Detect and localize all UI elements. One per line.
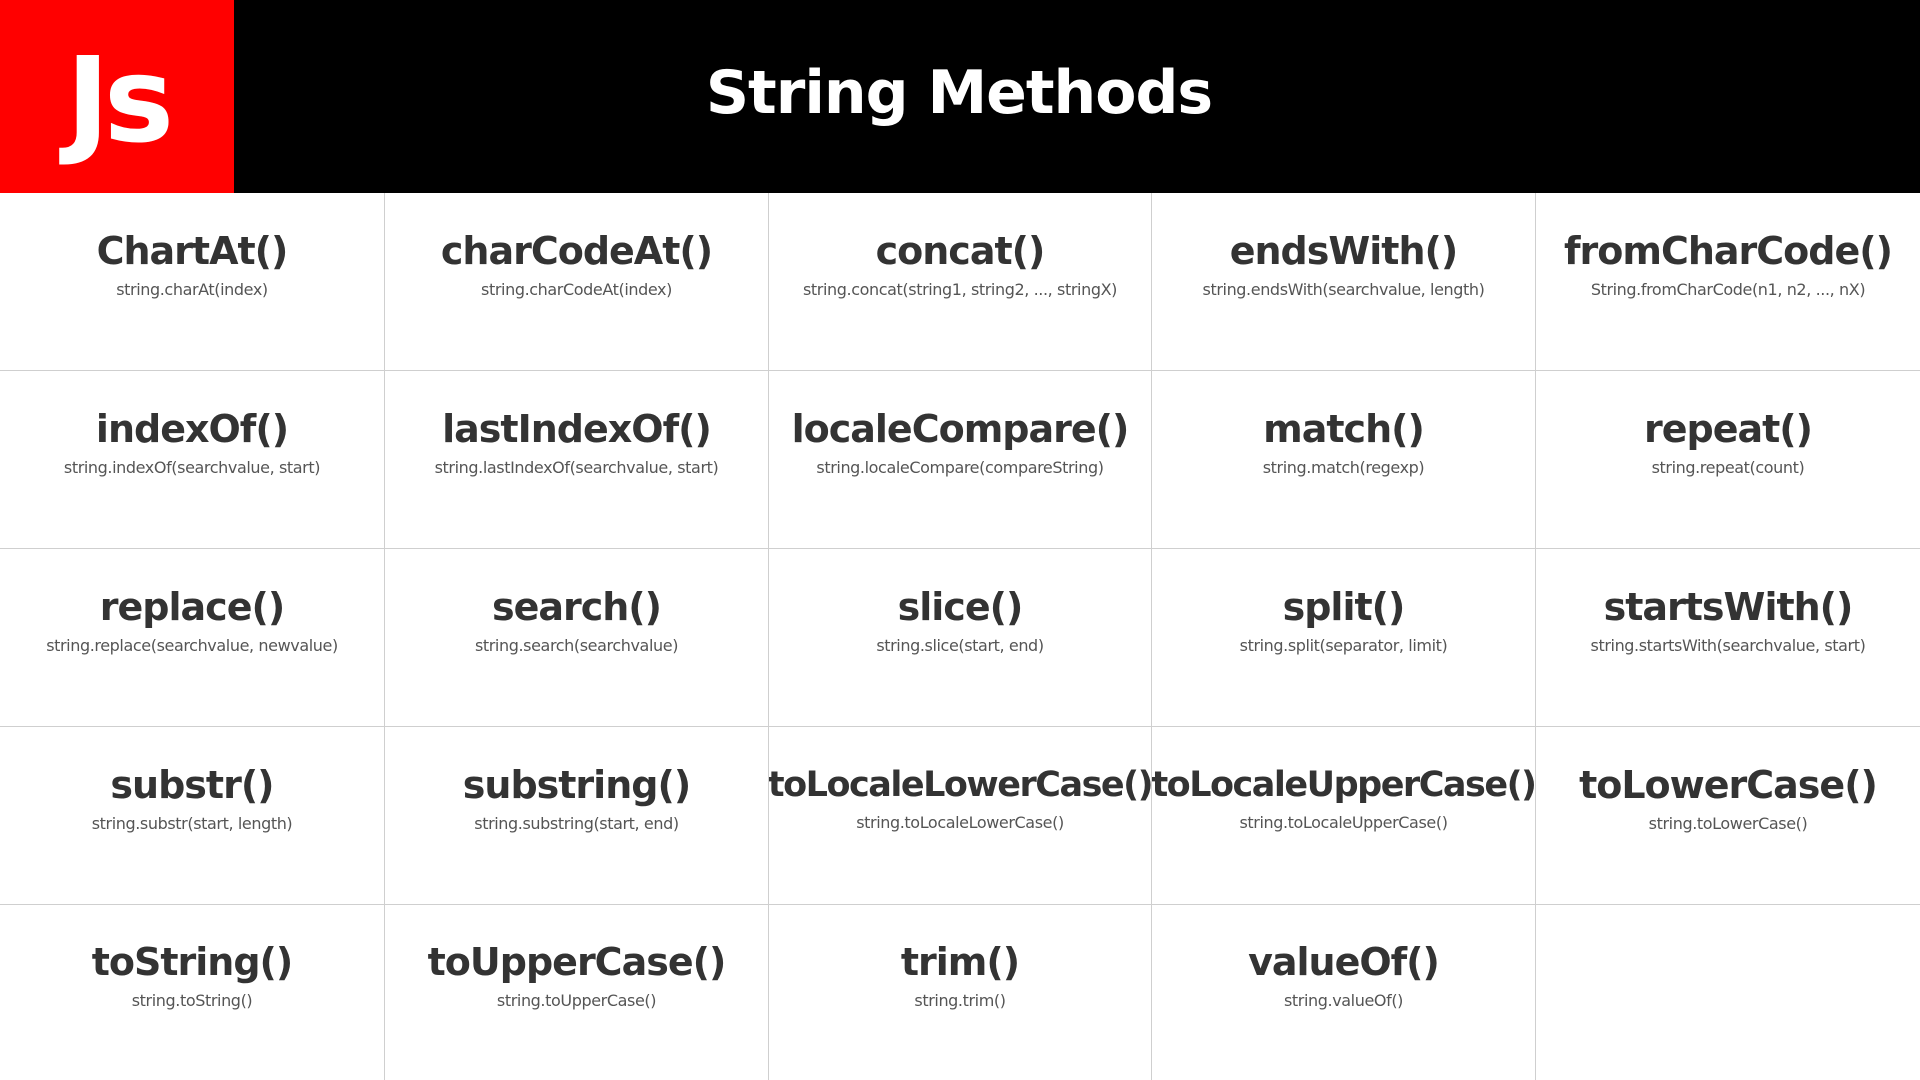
empty-card [1536, 905, 1920, 1080]
method-name: localeCompare() [791, 406, 1130, 451]
method-name: toLocaleLowerCase() [769, 765, 1152, 806]
method-syntax: string.concat(string1, string2, ..., str… [803, 280, 1117, 300]
method-name: slice() [897, 584, 1024, 629]
method-card: split() string.split(separator, limit) [1152, 549, 1536, 727]
method-syntax: string.toLocaleUpperCase() [1239, 812, 1448, 832]
method-syntax: string.repeat(count) [1651, 458, 1805, 478]
method-syntax: string.trim() [914, 991, 1006, 1011]
method-syntax: string.search(searchvalue) [474, 636, 679, 656]
method-syntax: string.charAt(index) [116, 280, 268, 300]
method-card: lastIndexOf() string.lastIndexOf(searchv… [385, 371, 769, 549]
methods-grid: ChartAt() string.charAt(index) charCodeA… [0, 193, 1920, 1080]
method-name: repeat() [1643, 406, 1813, 451]
method-card: match() string.match(regexp) [1152, 371, 1536, 549]
method-card: toString() string.toString() [0, 905, 385, 1080]
page-title: String Methods [705, 57, 1213, 128]
method-card: replace() string.replace(searchvalue, ne… [0, 549, 385, 727]
method-syntax: string.toString() [131, 991, 253, 1011]
method-name: valueOf() [1248, 939, 1440, 984]
method-card: indexOf() string.indexOf(searchvalue, st… [0, 371, 385, 549]
method-name: toLocaleUpperCase() [1152, 765, 1536, 806]
method-name: endsWith() [1229, 228, 1459, 273]
method-name: charCodeAt() [440, 228, 713, 273]
method-card: startsWith() string.startsWith(searchval… [1536, 549, 1920, 727]
method-card: trim() string.trim() [769, 905, 1152, 1080]
method-name: ChartAt() [96, 228, 289, 273]
method-card: substring() string.substring(start, end) [385, 727, 769, 905]
method-name: fromCharCode() [1564, 228, 1893, 273]
header-bar: Js String Methods [0, 0, 1920, 193]
method-syntax: string.match(regexp) [1262, 458, 1425, 478]
method-name: toLowerCase() [1579, 762, 1878, 807]
method-syntax: string.toLowerCase() [1648, 814, 1808, 834]
method-card: slice() string.slice(start, end) [769, 549, 1152, 727]
method-syntax: string.split(separator, limit) [1239, 636, 1448, 656]
method-syntax: string.localeCompare(compareString) [816, 458, 1104, 478]
method-name: substring() [462, 762, 691, 807]
method-card: toLocaleUpperCase() string.toLocaleUpper… [1152, 727, 1536, 905]
method-syntax: string.valueOf() [1283, 991, 1404, 1011]
method-card: concat() string.concat(string1, string2,… [769, 193, 1152, 371]
method-syntax: String.fromCharCode(n1, n2, ..., nX) [1590, 280, 1866, 300]
method-syntax: string.endsWith(searchvalue, length) [1202, 280, 1485, 300]
method-syntax: string.substr(start, length) [91, 814, 293, 834]
method-card: fromCharCode() String.fromCharCode(n1, n… [1536, 193, 1920, 371]
method-card: valueOf() string.valueOf() [1152, 905, 1536, 1080]
method-syntax: string.lastIndexOf(searchvalue, start) [434, 458, 719, 478]
method-syntax: string.toUpperCase() [496, 991, 657, 1011]
method-card: toLowerCase() string.toLowerCase() [1536, 727, 1920, 905]
method-syntax: string.charCodeAt(index) [481, 280, 672, 300]
js-logo: Js [0, 0, 234, 193]
method-card: endsWith() string.endsWith(searchvalue, … [1152, 193, 1536, 371]
method-name: search() [491, 584, 662, 629]
method-name: split() [1282, 584, 1406, 629]
js-logo-text: Js [65, 30, 174, 169]
method-name: startsWith() [1603, 584, 1854, 629]
method-card: substr() string.substr(start, length) [0, 727, 385, 905]
method-card: toUpperCase() string.toUpperCase() [385, 905, 769, 1080]
method-name: match() [1263, 406, 1425, 451]
method-card: ChartAt() string.charAt(index) [0, 193, 385, 371]
method-name: toString() [91, 939, 294, 984]
method-card: charCodeAt() string.charCodeAt(index) [385, 193, 769, 371]
method-name: replace() [99, 584, 285, 629]
method-name: substr() [110, 762, 274, 807]
method-name: indexOf() [95, 406, 289, 451]
method-card: repeat() string.repeat(count) [1536, 371, 1920, 549]
method-syntax: string.replace(searchvalue, newvalue) [46, 636, 338, 656]
method-name: concat() [875, 228, 1046, 273]
method-syntax: string.indexOf(searchvalue, start) [63, 458, 321, 478]
method-card: localeCompare() string.localeCompare(com… [769, 371, 1152, 549]
method-name: toUpperCase() [427, 939, 727, 984]
method-card: search() string.search(searchvalue) [385, 549, 769, 727]
method-syntax: string.startsWith(searchvalue, start) [1590, 636, 1866, 656]
method-name: trim() [900, 939, 1020, 984]
method-card: toLocaleLowerCase() string.toLocaleLower… [769, 727, 1152, 905]
method-name: lastIndexOf() [442, 406, 712, 451]
method-syntax: string.slice(start, end) [876, 636, 1044, 656]
method-syntax: string.toLocaleLowerCase() [856, 812, 1064, 832]
method-syntax: string.substring(start, end) [474, 814, 679, 834]
